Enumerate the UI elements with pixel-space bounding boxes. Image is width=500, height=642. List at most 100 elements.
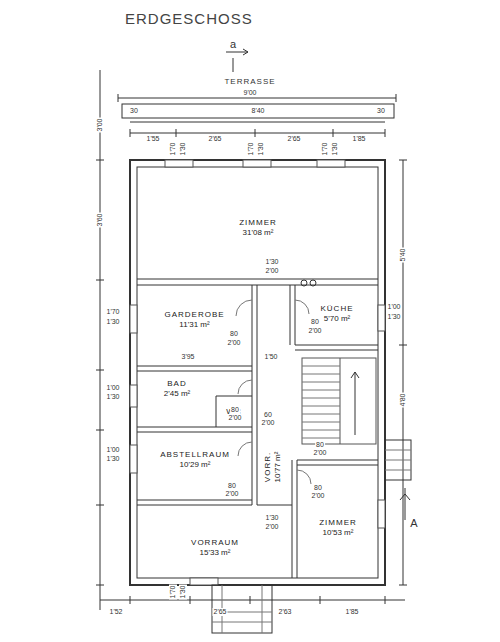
- dimension-label: 1'50: [263, 353, 278, 361]
- dimension-label: 1'30: [105, 318, 120, 326]
- entry-steps: [212, 585, 272, 633]
- dimension-label: 4'80: [399, 392, 407, 407]
- room: BAD2'45 m²: [140, 374, 214, 404]
- dimension-label: 80: [230, 406, 240, 414]
- dimension-label: 1'30: [264, 514, 279, 522]
- staircase: [302, 358, 376, 444]
- section-marker: a: [229, 38, 237, 50]
- terrace-dimension-line: [118, 98, 396, 99]
- dimension-label: 5'40: [399, 247, 407, 262]
- plan-title: ERDGESCHOSS: [125, 10, 253, 27]
- room: ZIMMER10'53 m²: [300, 505, 376, 550]
- dimension-label: 2'00: [224, 490, 239, 498]
- dimension-label: 1'85: [351, 135, 366, 143]
- dimension-label: 2'00: [260, 419, 275, 427]
- dimension-label: 1'30: [179, 141, 187, 156]
- dimension-label: 80: [227, 482, 237, 490]
- dimension-ticks: [96, 160, 104, 585]
- dimension-label: 2'65: [207, 135, 222, 143]
- dimension-label: 2'00: [264, 267, 279, 275]
- room-area: 2'45 m²: [164, 389, 190, 399]
- dimension-label: 1'85: [344, 608, 359, 616]
- dimension-label: 1'70: [169, 141, 177, 156]
- stair-step: [302, 374, 340, 375]
- window: [130, 160, 385, 585]
- dimension-line: [100, 70, 101, 610]
- room-area: 10'53 m²: [323, 528, 354, 538]
- dimension-label: 60: [263, 411, 273, 419]
- room: VORR.10'77 m²: [258, 427, 288, 507]
- room: ZIMMER31'08 m²: [145, 185, 371, 270]
- room-area: 15'33 m²: [200, 548, 231, 558]
- dimension-label: 1'52: [108, 608, 123, 616]
- dimension-label: 3'95: [180, 353, 195, 361]
- stair-step: [302, 390, 340, 391]
- stair-steps: [302, 366, 340, 438]
- room-name: GARDEROBE: [164, 310, 224, 320]
- dimension-label: 30: [376, 107, 386, 115]
- dimension-label: 2'65: [212, 608, 227, 616]
- dimension-label: 2'00: [312, 449, 327, 457]
- dimension-label: 30: [129, 107, 139, 115]
- stair-step: [302, 430, 340, 431]
- room-area: 31'08 m²: [243, 228, 274, 238]
- dimension-line: [100, 600, 405, 601]
- terrace-line: [130, 122, 385, 123]
- room-name: ZIMMER: [239, 218, 277, 228]
- dimension-label: 3'60: [96, 212, 104, 227]
- stair-step: [302, 438, 340, 439]
- section-marker: A: [409, 517, 418, 529]
- stair-step: [302, 422, 340, 423]
- room: ABSTELLRAUM10'29 m²: [142, 437, 248, 482]
- dimension-label: 1'30: [105, 455, 120, 463]
- dimension-label: 2'63: [277, 608, 292, 616]
- section-arrow: [400, 488, 410, 520]
- stair-step: [302, 366, 340, 367]
- dimension-label: 1'70: [247, 141, 255, 156]
- dimension-label: 1'30: [179, 584, 187, 599]
- dimension-label: 2'00: [307, 327, 322, 335]
- dimension-label: 2'65: [286, 135, 301, 143]
- entrance-steps: [385, 440, 411, 480]
- dimension-label: 3'00: [96, 117, 104, 132]
- dimension-label: 9'00: [242, 89, 257, 97]
- dimension-label: 1'55: [145, 135, 160, 143]
- dimension-label: 2'00: [227, 414, 242, 422]
- dimension-label: 1'30: [331, 141, 339, 156]
- dimension-label: 1'00: [105, 384, 120, 392]
- terrace-slab: [122, 104, 394, 118]
- section-line: [233, 58, 234, 72]
- dimension-label: 1'30: [386, 313, 401, 321]
- dimension-label: 2'00: [226, 339, 241, 347]
- room-area: 11'31 m²: [179, 320, 209, 330]
- dimension-label: 80: [313, 484, 323, 492]
- room-name: VORR.: [263, 452, 273, 482]
- room-name: VORRAUM: [191, 538, 239, 548]
- room-name: ABSTELLRAUM: [160, 450, 230, 460]
- dimension-label: 1'70: [169, 584, 177, 599]
- dimension-label: 1'70: [105, 308, 120, 316]
- dimension-label: TERRASSE: [223, 78, 276, 86]
- room-area: 10'29 m²: [180, 460, 211, 470]
- stair-step: [302, 414, 340, 415]
- chimney: [310, 280, 316, 286]
- dimension-label: 1'30: [257, 141, 265, 156]
- entrance-steps: [385, 450, 411, 470]
- door-swing: [236, 300, 311, 484]
- dimension-line: [403, 160, 404, 585]
- dimension-label: 80: [229, 330, 239, 338]
- entry-steps: [212, 585, 272, 633]
- dimension-ticks: [399, 160, 407, 585]
- stair-step: [302, 382, 340, 383]
- dimension-label: 1'30: [105, 393, 120, 401]
- outer-wall-inner: [137, 167, 378, 578]
- dimension-label: 80: [310, 318, 320, 326]
- dimension-label: 1'30: [264, 258, 279, 266]
- dimension-ticks: [118, 94, 396, 137]
- room-area: 5'70 m²: [324, 314, 350, 324]
- dimension-label: 80: [315, 441, 325, 449]
- dimension-label: 8'40: [250, 107, 265, 115]
- room-name: BAD: [167, 379, 186, 389]
- room: VORRAUM15'33 m²: [145, 525, 285, 570]
